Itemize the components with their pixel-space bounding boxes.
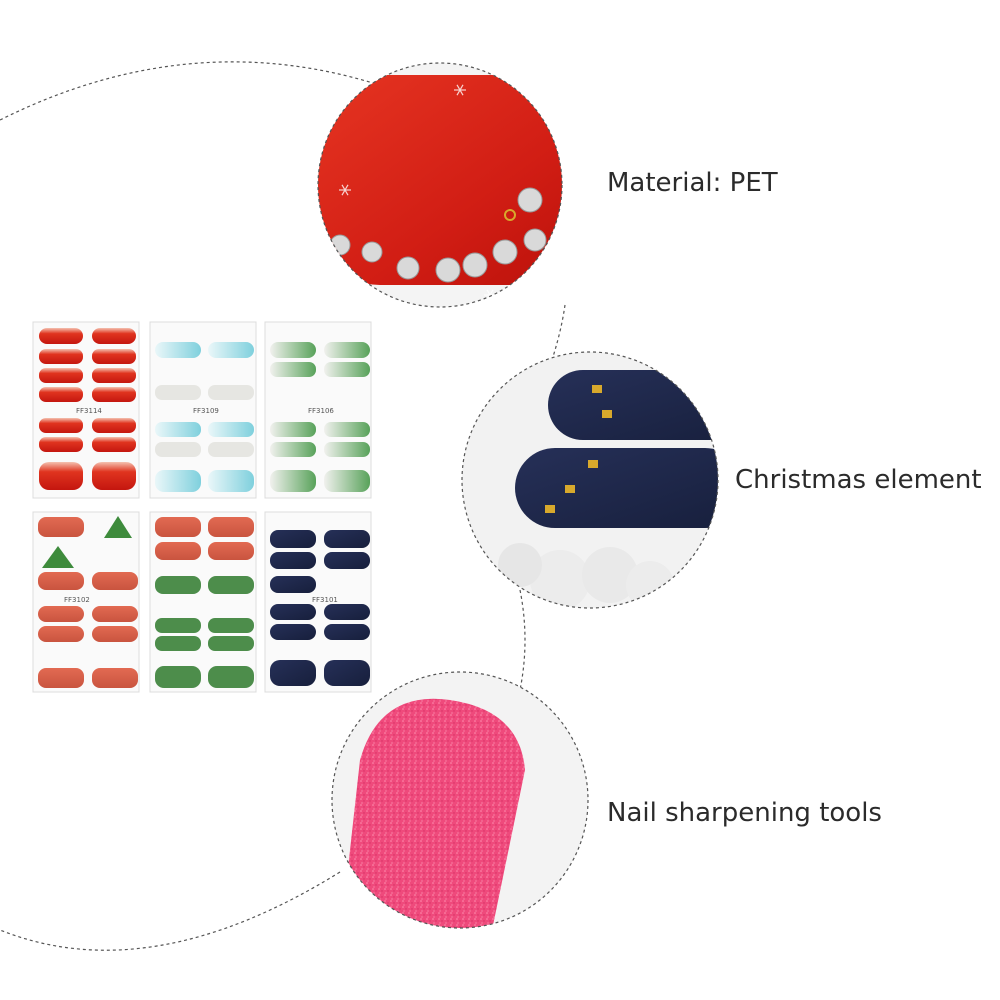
sheet-code: FF3106 [308, 407, 334, 415]
nail-tools-label: Nail sharpening tools [607, 798, 882, 828]
sheet-ff3101: FF3101 [264, 511, 372, 693]
christmas-element-closeup [461, 351, 719, 609]
christmas-element-label: Christmas element [735, 465, 982, 495]
dotted-arc [0, 61, 566, 951]
sheet-ff3109: FF3109 [149, 321, 257, 499]
christmas-tree-icon [42, 516, 132, 568]
rhinestone-icon [329, 187, 547, 283]
sheet-ff3102: FF3102 [32, 511, 140, 693]
sheet-code: FF3109 [193, 407, 219, 415]
sheet-ff3114: FF3114 [32, 321, 140, 499]
material-label: Material: PET [607, 168, 778, 198]
snowflake-icon [498, 543, 674, 608]
sheet-coral-green [149, 511, 257, 693]
nail-sticker-sheets: FF3114 FF3109 [32, 321, 372, 693]
material-closeup [317, 62, 563, 308]
reindeer-icon [545, 385, 612, 513]
sheet-code: FF3102 [64, 596, 90, 604]
sheet-code: FF3114 [76, 407, 102, 415]
sheet-ff3106: FF3106 [264, 321, 372, 499]
nail-file-closeup [331, 671, 589, 929]
sheet-code: FF3101 [312, 596, 338, 604]
